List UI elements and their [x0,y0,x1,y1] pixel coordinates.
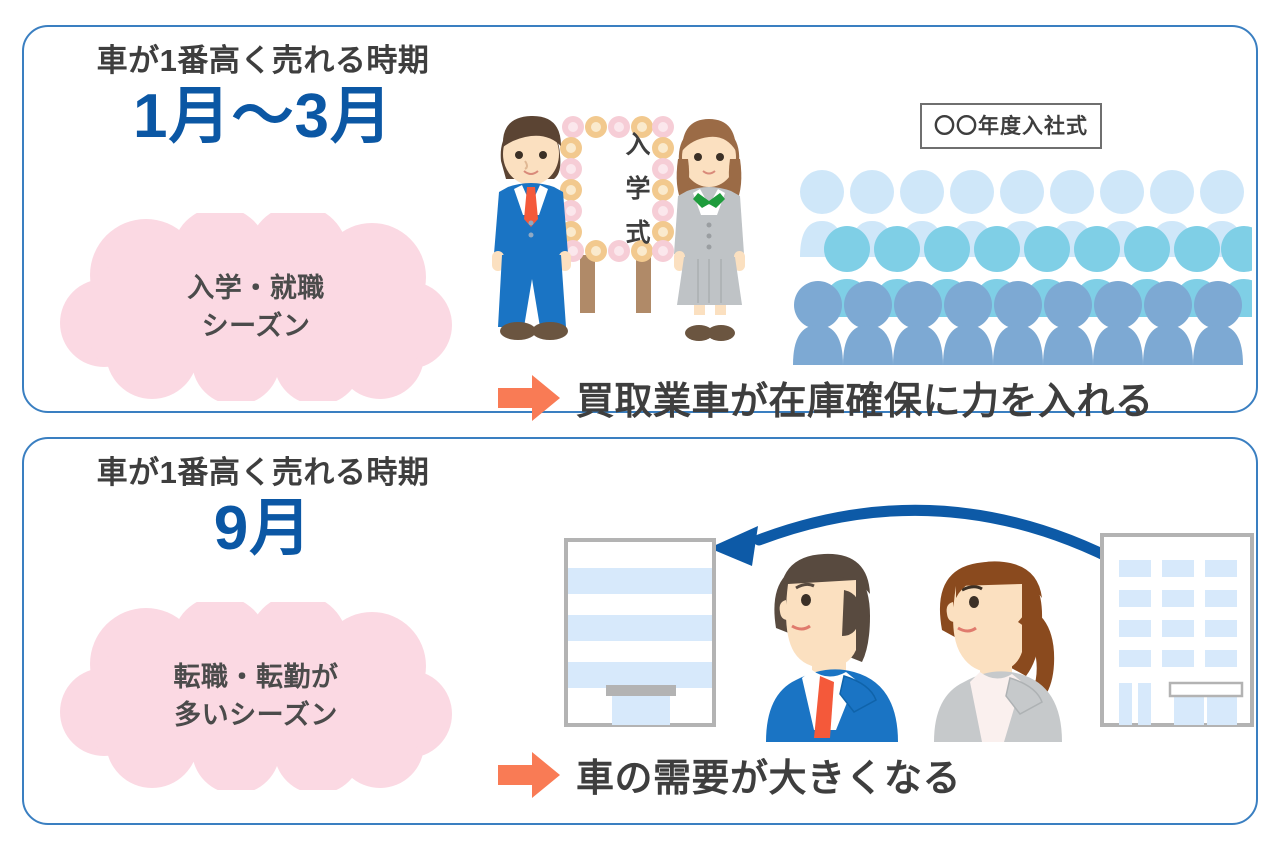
panel-1-highlight-period: 1月〜3月 [133,81,393,151]
entrance-ceremony-illustration [476,99,806,361]
student-girl-icon [674,119,745,341]
panel-2-cloud-line-1: 転職・転勤が [173,661,339,692]
panel-2-conclusion-text: 車の需要が大きくなる [576,758,962,800]
businessman-profile-icon [766,553,898,742]
panel-1-kicker: 車が1番高く売れる時期 [96,43,430,78]
panel-1-conclusion: 買取業車が在庫確保に力を入れる [498,370,1154,425]
cloud-shape-icon [60,213,452,401]
student-boy-icon [492,115,571,340]
gate-board-icon [568,121,666,255]
panel-1-cloud-callout: 入学・就職 シーズン [60,213,452,401]
panel-peak-season-sep: 車が1番高く売れる時期 9月 転職・転勤が 多いシーズン [22,437,1258,825]
panel-2-cloud-text: 転職・転勤が 多いシーズン [60,602,452,790]
panel-2-text-column: 車が1番高く売れる時期 9月 [58,455,468,563]
panel-2-highlight-period: 9月 [213,493,313,563]
panel-1-cloud-text: 入学・就職 シーズン [60,213,452,401]
arrow-right-icon [498,751,560,798]
company-ceremony-sign: 〇〇年度入社式 [920,103,1102,149]
curved-arrow-left-icon [709,504,1130,571]
panel-1-conclusion-text: 買取業車が在庫確保に力を入れる [576,381,1154,423]
panel-1-cloud-line-1: 入学・就職 [187,272,325,303]
gate-label-char-2: 学 [625,175,651,203]
panel-1-cloud-line-2: シーズン [201,311,311,341]
office-building-striped-icon [564,538,716,727]
job-change-illustration [544,480,1264,742]
new-employees-crowd-illustration [792,97,1268,365]
panel-2-conclusion: 車の需要が大きくなる [498,747,961,802]
panel-2-kicker: 車が1番高く売れる時期 [96,455,430,490]
gate-label-nyugakushiki: 入 学 式 [618,125,658,249]
gate-post-left-icon [580,247,595,313]
panel-2-cloud-line-2: 多いシーズン [174,700,338,730]
gate-post-right-icon [636,247,651,313]
arrow-right-icon [498,374,560,421]
crowd-row-front [793,281,1243,365]
gate-label-char-1: 入 [625,131,651,159]
panel-peak-season-jan-mar: 車が1番高く売れる時期 1月〜3月 入学・就職 シーズン [22,25,1268,423]
panel-1-text-column: 車が1番高く売れる時期 1月〜3月 [58,43,468,151]
office-building-grid-icon [1100,533,1254,727]
businesswoman-profile-icon [934,561,1062,742]
cloud-shape-icon [60,602,452,790]
panel-2-cloud-callout: 転職・転勤が 多いシーズン [60,602,452,790]
gate-label-char-3: 式 [625,219,651,247]
